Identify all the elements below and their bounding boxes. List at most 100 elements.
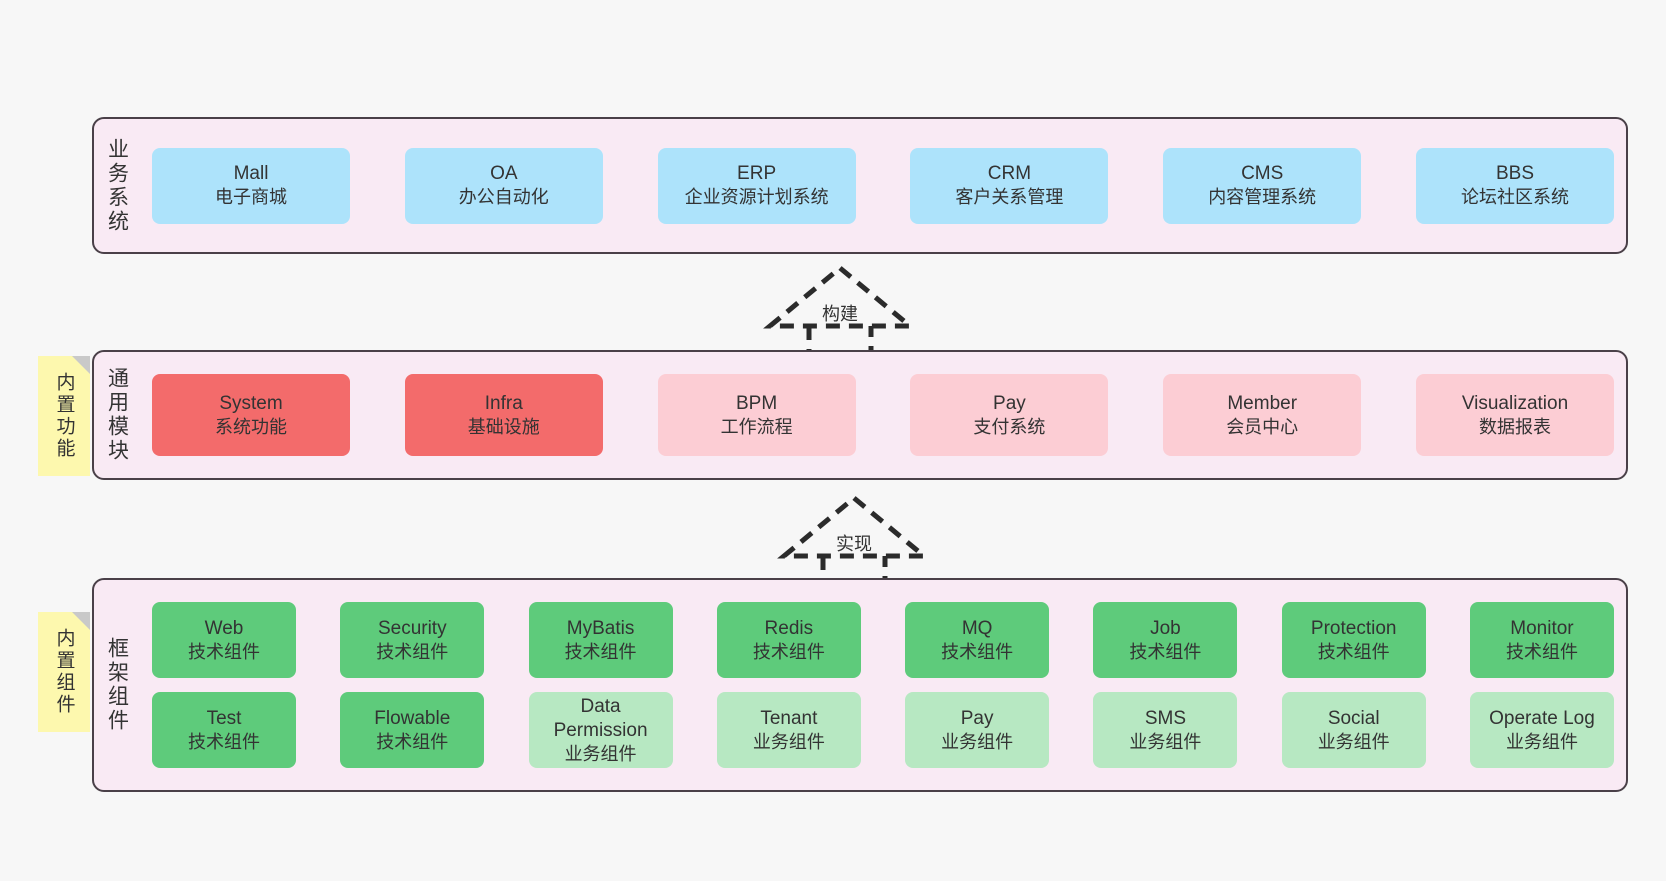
note-builtin-components-label: 内置组件 — [53, 628, 75, 716]
card-visualization-desc: 数据报表 — [1478, 416, 1551, 437]
card-bpm-desc: 工作流程 — [720, 416, 793, 437]
card-redis[interactable]: Redis 技术组件 — [716, 602, 861, 678]
card-tenant-name: Tenant — [760, 707, 818, 729]
card-sms-desc: 业务组件 — [1129, 731, 1202, 752]
card-infra[interactable]: Infra 基础设施 — [404, 374, 603, 456]
card-flowable-desc: 技术组件 — [376, 731, 449, 752]
card-pay-module-desc: 支付系统 — [973, 416, 1046, 437]
card-erp-desc: 企业资源计划系统 — [684, 187, 829, 208]
card-job-desc: 技术组件 — [1129, 641, 1202, 662]
card-member[interactable]: Member 会员中心 — [1163, 374, 1362, 456]
card-social[interactable]: Social 业务组件 — [1281, 692, 1426, 768]
card-redis-name: Redis — [764, 617, 814, 639]
card-test-name: Test — [206, 707, 242, 729]
card-web[interactable]: Web 技术组件 — [152, 602, 296, 678]
card-erp-name: ERP — [737, 163, 777, 185]
card-sms-name: SMS — [1144, 707, 1186, 729]
card-mall[interactable]: Mall 电子商城 — [152, 147, 350, 224]
layer-business-body: Mall 电子商城 OA 办公自动化 ERP 企业资源计划系统 CRM 客户关系… — [140, 119, 1626, 252]
card-test-desc: 技术组件 — [188, 731, 260, 752]
layer-framework-components-title: 框架组件 — [105, 637, 129, 733]
card-bbs[interactable]: BBS 论坛社区系统 — [1415, 147, 1614, 224]
card-protection[interactable]: Protection 技术组件 — [1281, 602, 1426, 678]
card-infra-desc: 基础设施 — [467, 416, 540, 437]
card-security-name: Security — [377, 617, 447, 639]
card-operate-log-desc: 业务组件 — [1505, 731, 1578, 752]
card-bpm-name: BPM — [736, 392, 778, 414]
card-system-name: System — [219, 392, 283, 414]
card-mybatis-name: MyBatis — [566, 617, 635, 639]
card-system-desc: 系统功能 — [215, 416, 287, 437]
card-protection-desc: 技术组件 — [1317, 641, 1390, 662]
card-member-name: Member — [1227, 392, 1298, 414]
layer-common-modules-title: 通用模块 — [105, 367, 129, 463]
card-oa-desc: 办公自动化 — [458, 187, 549, 208]
layer-business-title: 业务系统 — [105, 137, 129, 234]
card-data-permission-desc: 业务组件 — [564, 743, 637, 764]
card-visualization[interactable]: Visualization 数据报表 — [1415, 374, 1614, 456]
card-security[interactable]: Security 技术组件 — [340, 602, 485, 678]
card-oa-name: OA — [490, 163, 518, 185]
card-web-name: Web — [204, 617, 244, 639]
card-crm-name: CRM — [987, 163, 1032, 185]
layer-common-modules-body: System 系统功能 Infra 基础设施 BPM 工作流程 Pay 支付系统… — [140, 352, 1626, 478]
card-system[interactable]: System 系统功能 — [152, 374, 350, 456]
card-crm[interactable]: CRM 客户关系管理 — [910, 147, 1109, 224]
card-bbs-desc: 论坛社区系统 — [1460, 187, 1569, 208]
generalization-arrow-icon — [763, 264, 917, 360]
card-cms-name: CMS — [1241, 163, 1284, 185]
layer-business-systems: 业务系统 Mall 电子商城 OA 办公自动化 ERP 企业资源计划系统 CRM — [92, 117, 1628, 254]
card-erp[interactable]: ERP 企业资源计划系统 — [657, 147, 856, 224]
note-builtin-features: 内置功能 — [38, 356, 90, 476]
card-operate-log-name: Operate Log — [1489, 707, 1595, 729]
card-monitor-desc: 技术组件 — [1505, 641, 1578, 662]
framework-card-grid: Web 技术组件 Security 技术组件 MyBatis 技术组件 Redi… — [152, 598, 1614, 772]
card-mq[interactable]: MQ 技术组件 — [905, 602, 1050, 678]
card-social-name: Social — [1327, 707, 1380, 729]
card-job-name: Job — [1150, 617, 1181, 639]
card-security-desc: 技术组件 — [376, 641, 449, 662]
card-flowable-name: Flowable — [374, 707, 451, 729]
framework-row-technical: Web 技术组件 Security 技术组件 MyBatis 技术组件 Redi… — [152, 602, 1614, 678]
card-mall-desc: 电子商城 — [215, 187, 287, 208]
card-mq-name: MQ — [961, 617, 993, 639]
card-bbs-name: BBS — [1495, 163, 1534, 185]
card-mall-name: Mall — [233, 163, 269, 185]
business-card-row: Mall 电子商城 OA 办公自动化 ERP 企业资源计划系统 CRM 客户关系… — [152, 147, 1614, 224]
card-crm-desc: 客户关系管理 — [955, 187, 1064, 208]
card-mybatis[interactable]: MyBatis 技术组件 — [528, 602, 673, 678]
card-bpm[interactable]: BPM 工作流程 — [657, 374, 856, 456]
card-operate-log[interactable]: Operate Log 业务组件 — [1469, 692, 1614, 768]
layer-framework-components: 框架组件 Web 技术组件 Security 技术组件 MyBatis 技术组 — [92, 578, 1628, 792]
card-data-permission-name: Data Permission — [553, 695, 648, 741]
card-flowable[interactable]: Flowable 技术组件 — [340, 692, 485, 768]
card-mybatis-desc: 技术组件 — [564, 641, 637, 662]
card-job[interactable]: Job 技术组件 — [1093, 602, 1238, 678]
card-test[interactable]: Test 技术组件 — [152, 692, 296, 768]
card-pay-component-desc: 业务组件 — [941, 731, 1014, 752]
card-protection-name: Protection — [1310, 617, 1397, 639]
card-monitor[interactable]: Monitor 技术组件 — [1469, 602, 1614, 678]
card-social-desc: 业务组件 — [1317, 731, 1390, 752]
card-cms[interactable]: CMS 内容管理系统 — [1163, 147, 1362, 224]
card-monitor-name: Monitor — [1510, 617, 1574, 639]
card-visualization-name: Visualization — [1461, 392, 1569, 414]
card-pay-component[interactable]: Pay 业务组件 — [905, 692, 1050, 768]
framework-row-business: Test 技术组件 Flowable 技术组件 Data Permission … — [152, 692, 1614, 768]
card-web-desc: 技术组件 — [188, 641, 260, 662]
generalization-arrow-icon — [777, 494, 931, 590]
card-data-permission[interactable]: Data Permission 业务组件 — [528, 692, 673, 768]
card-oa[interactable]: OA 办公自动化 — [404, 147, 603, 224]
layer-framework-components-body: Web 技术组件 Security 技术组件 MyBatis 技术组件 Redi… — [140, 580, 1626, 790]
card-infra-name: Infra — [484, 392, 523, 414]
card-sms[interactable]: SMS 业务组件 — [1093, 692, 1238, 768]
connector-implement: 实现 — [769, 492, 939, 590]
card-pay-module[interactable]: Pay 支付系统 — [910, 374, 1109, 456]
card-tenant[interactable]: Tenant 业务组件 — [716, 692, 861, 768]
note-builtin-features-label: 内置功能 — [53, 372, 75, 460]
card-pay-component-name: Pay — [960, 707, 994, 729]
card-member-desc: 会员中心 — [1226, 416, 1299, 437]
card-pay-module-name: Pay — [993, 392, 1026, 414]
card-mq-desc: 技术组件 — [941, 641, 1014, 662]
